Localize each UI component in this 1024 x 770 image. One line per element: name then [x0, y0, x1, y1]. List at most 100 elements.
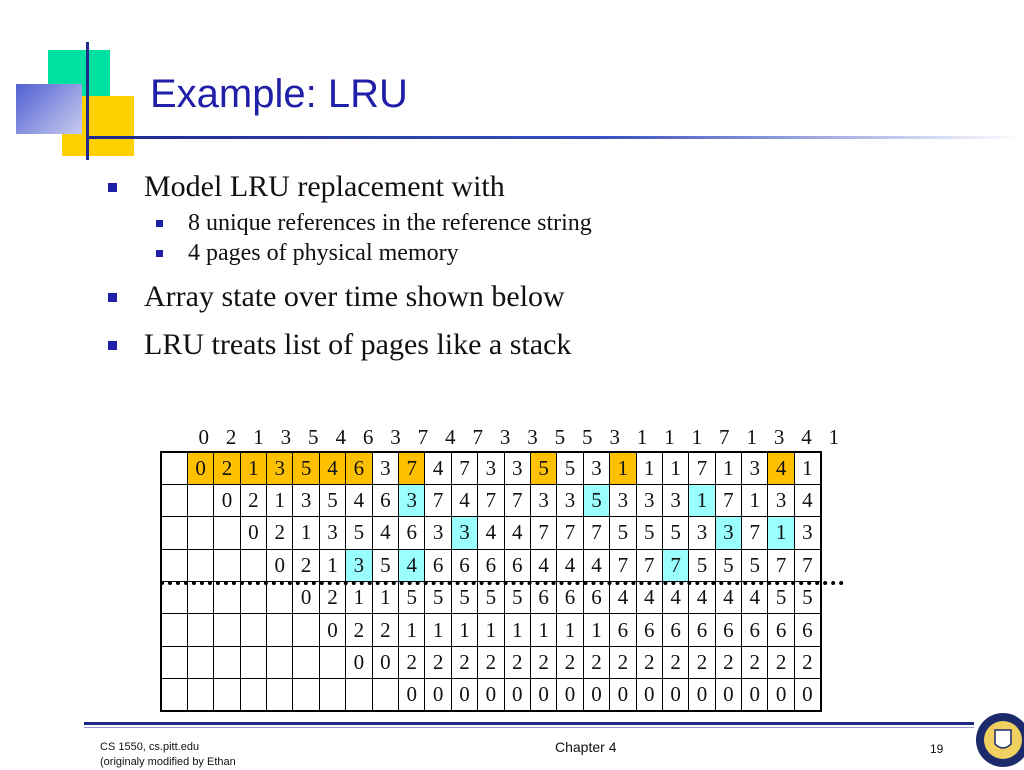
stack-cell: 5 — [450, 581, 479, 615]
stack-cell: 7 — [398, 451, 426, 485]
stack-cell: 1 — [714, 451, 743, 485]
stack-cell: 3 — [450, 516, 479, 550]
stack-cell: 2 — [635, 645, 663, 680]
stack-cell: 1 — [609, 451, 637, 485]
stack-cell — [318, 678, 347, 712]
stack-cell — [266, 678, 294, 712]
stack-cell: 1 — [292, 516, 320, 550]
stack-cell — [186, 548, 215, 583]
stack-cell: 3 — [661, 483, 690, 518]
stack-cell: 6 — [741, 613, 769, 647]
stack-cell: 1 — [398, 613, 426, 647]
stack-cell: 2 — [318, 581, 347, 615]
stack-cell: 2 — [239, 483, 268, 518]
stack-cell: 2 — [793, 645, 822, 680]
stack-cell — [266, 581, 294, 615]
stack-cell: 2 — [661, 645, 690, 680]
stack-cell: 0 — [582, 678, 611, 712]
stack-cell: 2 — [213, 451, 241, 485]
stack-cell: 0 — [186, 451, 215, 485]
footer-credit: CS 1550, cs.pitt.edu (originaly modified… — [100, 740, 236, 770]
stack-cell: 6 — [450, 548, 479, 583]
stack-cell — [371, 678, 400, 712]
stack-cell: 3 — [371, 451, 400, 485]
stack-cell: 4 — [318, 451, 347, 485]
stack-cell: 0 — [793, 678, 822, 712]
stack-cell: 0 — [424, 678, 452, 712]
stack-cell: 0 — [688, 678, 716, 712]
stack-cell: 0 — [503, 678, 531, 712]
stack-cell: 0 — [556, 678, 584, 712]
stack-cell: 5 — [477, 581, 505, 615]
stack-cell: 7 — [741, 516, 769, 550]
bullet-item: LRU treats list of pages like a stack — [108, 328, 988, 362]
stack-cell: 4 — [345, 483, 373, 518]
stack-cell: 4 — [398, 548, 426, 583]
stack-cell — [186, 678, 215, 712]
title-rule — [88, 136, 1024, 139]
stack-cell: 5 — [424, 581, 452, 615]
stack-cell — [213, 645, 241, 680]
stack-cell — [239, 548, 268, 583]
stack-cell: 7 — [714, 483, 743, 518]
stack-cell: 1 — [477, 613, 505, 647]
stack-cell: 6 — [398, 516, 426, 550]
stack-cell — [345, 678, 373, 712]
stack-cell: 7 — [688, 451, 716, 485]
reference-cell: 1 — [253, 425, 264, 449]
stack-cell: 3 — [529, 483, 558, 518]
reference-cell: 3 — [773, 425, 785, 449]
stack-cell: 0 — [477, 678, 505, 712]
stack-cell — [213, 613, 241, 647]
stack-cell — [213, 581, 241, 615]
square-bullet-icon — [156, 250, 163, 257]
stack-cell: 0 — [714, 678, 743, 712]
stack-cell: 3 — [292, 483, 320, 518]
reference-cell: 1 — [636, 425, 648, 449]
stack-cell: 6 — [635, 613, 663, 647]
reference-cell: 3 — [390, 425, 401, 449]
reference-cell: 3 — [499, 425, 511, 449]
stack-cell: 4 — [477, 516, 505, 550]
stack-cell: 1 — [793, 451, 822, 485]
reference-cell: 3 — [280, 425, 292, 449]
stack-cell: 6 — [424, 548, 452, 583]
bullet-text: LRU treats list of pages like a stack — [144, 328, 572, 361]
square-bullet-icon — [156, 220, 163, 227]
stack-cell: 5 — [529, 451, 558, 485]
bullet-list: Model LRU replacement with 8 unique refe… — [108, 170, 988, 366]
bullet-text: Model LRU replacement with — [144, 170, 505, 203]
stack-cell: 5 — [661, 516, 690, 550]
stack-cell: 3 — [582, 451, 611, 485]
stack-cell: 7 — [556, 516, 584, 550]
stack-cell: 2 — [503, 645, 531, 680]
reference-cell: 2 — [225, 425, 237, 449]
stack-cell: 1 — [688, 483, 716, 518]
stack-cell: 0 — [345, 645, 373, 680]
reference-cell: 1 — [691, 425, 703, 449]
stack-cell: 1 — [661, 451, 690, 485]
stack-cell: 3 — [424, 516, 452, 550]
footer-chapter: Chapter 4 — [555, 739, 617, 755]
stack-cell: 2 — [529, 645, 558, 680]
reference-cell: 0 — [198, 425, 209, 449]
stack-cell: 5 — [688, 548, 716, 583]
stack-cell: 5 — [345, 516, 373, 550]
stack-cell — [266, 613, 294, 647]
stack-cell: 3 — [345, 548, 373, 583]
stack-cell: 1 — [582, 613, 611, 647]
stack-cell: 0 — [529, 678, 558, 712]
reference-cell: 7 — [719, 425, 730, 449]
stack-cell: 3 — [556, 483, 584, 518]
stack-cell — [160, 548, 188, 583]
stack-cell: 6 — [661, 613, 690, 647]
stack-cell — [160, 645, 188, 680]
stack-cell — [160, 678, 188, 712]
square-bullet-icon — [108, 183, 117, 192]
stack-cell: 3 — [793, 516, 822, 550]
reference-cell: 7 — [472, 425, 483, 449]
stack-cell: 4 — [609, 581, 637, 615]
stack-cell: 4 — [661, 581, 690, 615]
reference-cell: 4 — [445, 425, 456, 449]
